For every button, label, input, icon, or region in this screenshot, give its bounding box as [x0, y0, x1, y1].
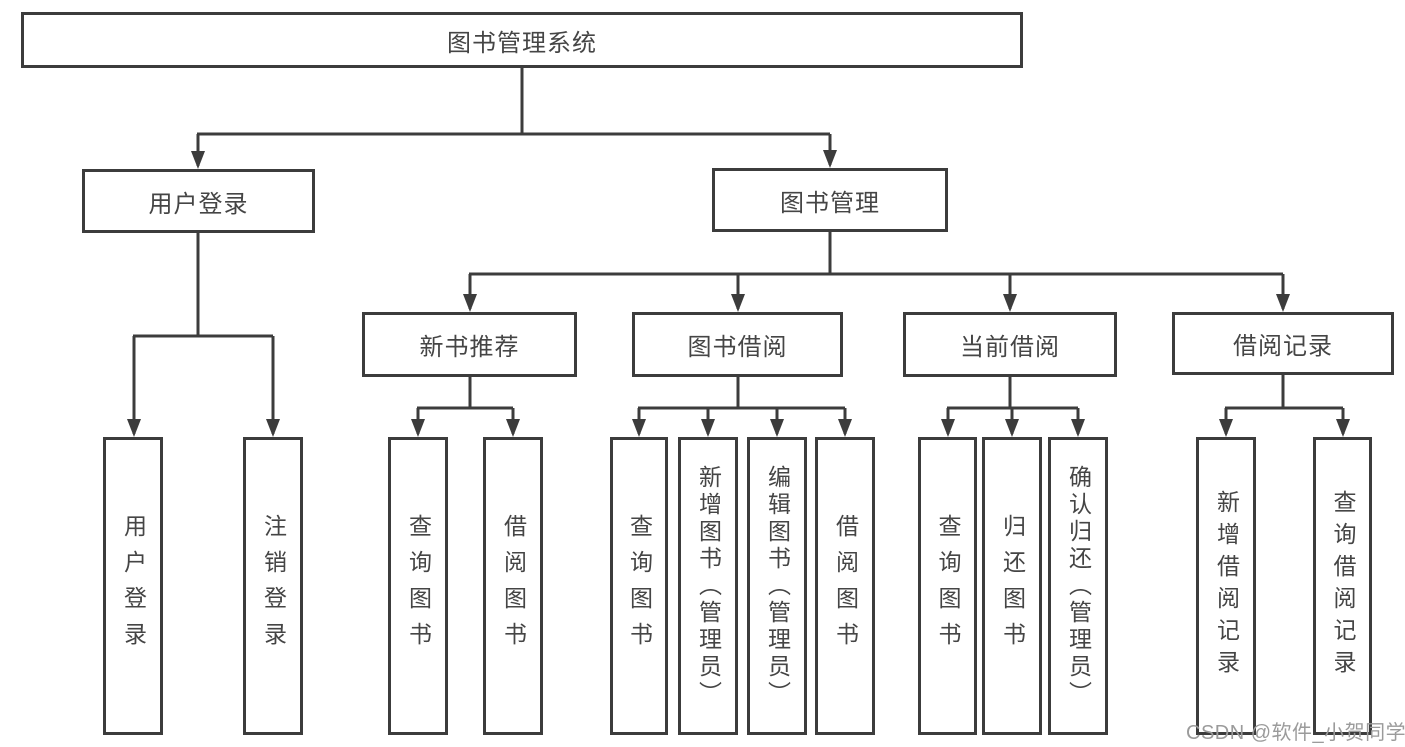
- node-new-book-recommend: 新书推荐: [362, 312, 577, 377]
- node-leaf-confirm-return-admin: 确认归还（管理员）: [1048, 437, 1108, 735]
- node-current-borrow: 当前借阅: [903, 312, 1117, 377]
- node-leaf-return-books-label: 归还图书: [999, 514, 1026, 658]
- node-leaf-borrow-books-label: 借阅图书: [832, 514, 859, 658]
- node-root: 图书管理系统: [21, 12, 1023, 68]
- node-leaf-user-login: 用户登录: [103, 437, 163, 735]
- node-leaf-add-borrow-record-label: 新增借阅记录: [1213, 490, 1240, 682]
- node-leaf-edit-books-admin-label: 编辑图书（管理员）: [764, 464, 791, 708]
- node-leaf-query-borrow-record: 查询借阅记录: [1313, 437, 1372, 735]
- node-leaf-logout: 注销登录: [243, 437, 303, 735]
- node-leaf-current-query-books: 查询图书: [918, 437, 977, 735]
- node-leaf-edit-books-admin: 编辑图书（管理员）: [747, 437, 807, 735]
- tree-edges: [132, 68, 1345, 434]
- node-book-borrow: 图书借阅: [632, 312, 843, 377]
- node-leaf-confirm-return-admin-label: 确认归还（管理员）: [1065, 464, 1092, 708]
- node-leaf-add-borrow-record: 新增借阅记录: [1196, 437, 1256, 735]
- node-leaf-borrow-books: 借阅图书: [815, 437, 875, 735]
- node-leaf-logout-label: 注销登录: [260, 514, 287, 658]
- node-book-management-label: 图书管理: [780, 189, 880, 217]
- node-leaf-add-books-admin: 新增图书（管理员）: [678, 437, 738, 735]
- csdn-watermark: CSDN @软件_小贺同学: [1186, 722, 1405, 744]
- node-user-login-label: 用户登录: [148, 190, 249, 218]
- node-leaf-current-query-books-label: 查询图书: [935, 514, 961, 658]
- node-leaf-return-books: 归还图书: [982, 437, 1042, 735]
- node-book-borrow-label: 图书借阅: [687, 334, 788, 361]
- node-leaf-recommend-query-books: 查询图书: [388, 437, 448, 735]
- node-leaf-add-books-admin-label: 新增图书（管理员）: [695, 464, 722, 708]
- node-new-book-recommend-label: 新书推荐: [419, 334, 520, 361]
- node-leaf-borrow-query-books: 查询图书: [610, 437, 668, 735]
- node-leaf-query-borrow-record-label: 查询借阅记录: [1330, 490, 1356, 682]
- node-root-label: 图书管理系统: [447, 29, 597, 57]
- node-leaf-recommend-borrow-books: 借阅图书: [483, 437, 543, 735]
- node-borrow-records: 借阅记录: [1172, 312, 1394, 375]
- node-current-borrow-label: 当前借阅: [960, 334, 1060, 361]
- arrowheads: [127, 150, 1350, 437]
- node-borrow-records-label: 借阅记录: [1233, 333, 1333, 360]
- node-leaf-borrow-query-books-label: 查询图书: [626, 514, 653, 658]
- node-leaf-user-login-label: 用户登录: [120, 514, 147, 658]
- node-leaf-recommend-borrow-books-label: 借阅图书: [500, 514, 527, 658]
- node-book-management: 图书管理: [712, 168, 948, 232]
- node-leaf-recommend-query-books-label: 查询图书: [405, 514, 432, 658]
- node-user-login: 用户登录: [82, 169, 315, 233]
